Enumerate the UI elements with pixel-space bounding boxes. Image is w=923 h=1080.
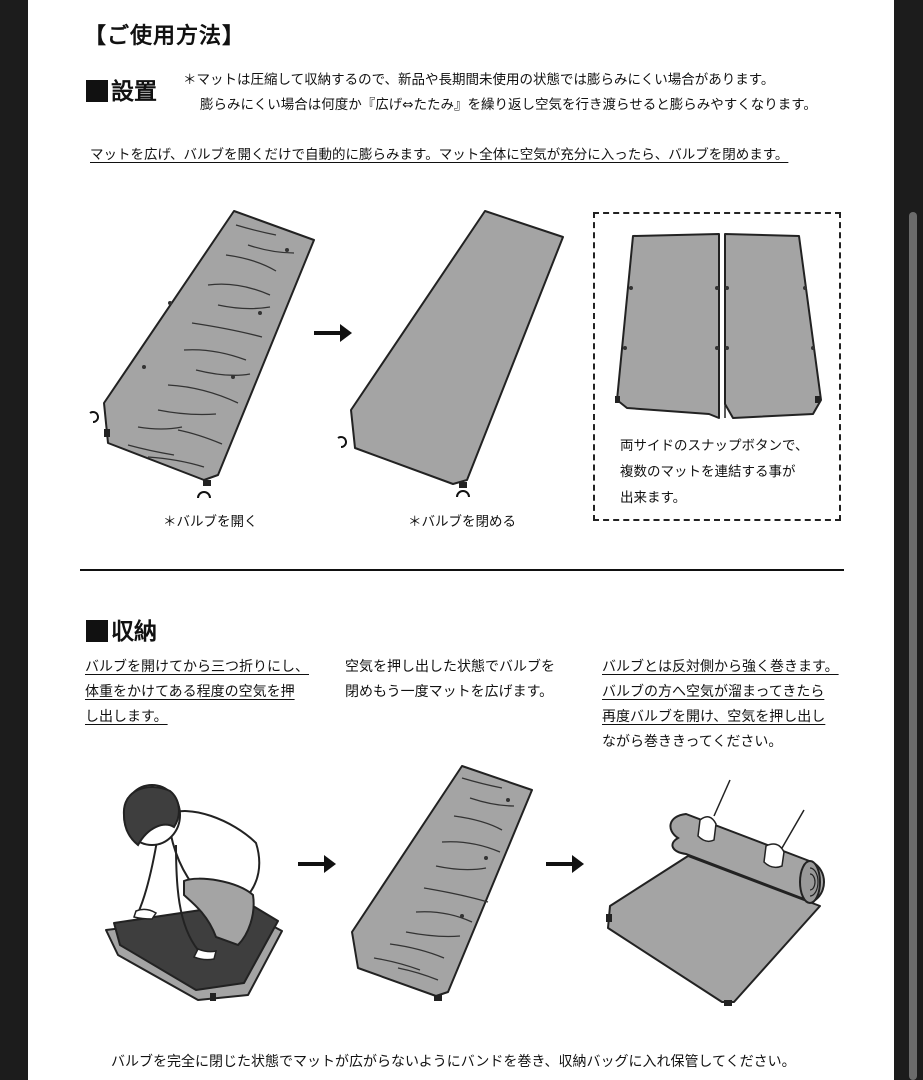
- rolling-mat-illustration: [606, 779, 825, 1006]
- valve-icon: [459, 482, 467, 488]
- valve-icon: [104, 429, 110, 437]
- section-heading-storage: 収納: [86, 612, 157, 646]
- valve-icon: [203, 480, 211, 486]
- step3-line: バルブの方へ空気が溜まってきたら: [602, 684, 825, 700]
- section-divider: [80, 569, 844, 571]
- snap-text-line1: 両サイドのスナップボタンで、: [620, 438, 809, 454]
- step2-line: 閉めもう一度マットを広げます。: [345, 684, 554, 700]
- storage-step3-text: バルブとは反対側から強く巻きます。 バルブの方へ空気が溜まってきたら 再度バルブ…: [602, 655, 839, 755]
- page-title: 【ご使用方法】: [84, 24, 246, 49]
- step3-line: バルブとは反対側から強く巻きます。: [602, 659, 839, 675]
- setup-note-line2: 膨らみにくい場合は何度か『広げ⇔たたみ』を繰り返し空気を行き渡らせると膨らみやす…: [200, 97, 817, 113]
- snap-text-line3: 出来ます。: [620, 490, 687, 506]
- storage-step2-text: 空気を押し出した状態でバルブを 閉めもう一度マットを広げます。: [345, 655, 555, 705]
- storage-step1-text: バルブを開けてから三つ折りにし、 体重をかけてある程度の空気を押 し出します。: [85, 655, 309, 730]
- valve-icon: [606, 914, 612, 922]
- arrow-right-icon: [298, 855, 336, 873]
- square-bullet-icon: [86, 620, 108, 642]
- heading-label: 設置: [111, 79, 157, 105]
- person-kneeling-illustration: [105, 784, 283, 1001]
- instruction-page: 【ご使用方法】 設置 ＊マットは圧縮して収納するので、新品や長期間未使用の状態で…: [28, 0, 894, 1080]
- square-bullet-icon: [86, 80, 108, 102]
- valve-icon: [434, 995, 442, 1001]
- step1-line: し出します。: [85, 709, 168, 725]
- step1-line: 体重をかけてある程度の空気を押: [85, 684, 295, 700]
- wrinkled-mat-illustration: [89, 210, 315, 499]
- caption-valve-open: ＊バルブを開く: [163, 514, 258, 530]
- step2-line: 空気を押し出した状態でバルブを: [345, 659, 555, 675]
- section-heading-setup: 設置: [86, 72, 157, 106]
- arrow-right-icon: [546, 855, 584, 873]
- inflated-mat-illustration: [337, 210, 564, 498]
- vertical-scrollbar[interactable]: [909, 212, 917, 1080]
- step3-line: 再度バルブを開け、空気を押し出し: [602, 709, 826, 725]
- wrinkled-mat-illustration: [351, 765, 533, 1001]
- connected-mats-illustration: [615, 233, 822, 419]
- setup-intro: マットを広げ、バルブを開くだけで自動的に膨らみます。マット全体に空気が充分に入っ…: [90, 147, 789, 163]
- step3-line: ながら巻ききってください。: [602, 734, 783, 750]
- heading-label: 収納: [111, 619, 157, 645]
- storage-footer-note: バルブを完全に閉じた状態でマットが広がらないようにバンドを巻き、収納バッグに入れ…: [111, 1054, 796, 1070]
- caption-valve-close: ＊バルブを閉める: [408, 514, 516, 530]
- arrow-right-icon: [314, 324, 352, 342]
- step1-line: バルブを開けてから三つ折りにし、: [85, 659, 309, 675]
- snap-button-panel: 両サイドのスナップボタンで、 複数のマットを連結する事が 出来ます。: [593, 212, 841, 521]
- setup-note-line1: ＊マットは圧縮して収納するので、新品や長期間未使用の状態では膨らみにくい場合があ…: [183, 72, 775, 88]
- snap-text-line2: 複数のマットを連結する事が: [620, 464, 796, 480]
